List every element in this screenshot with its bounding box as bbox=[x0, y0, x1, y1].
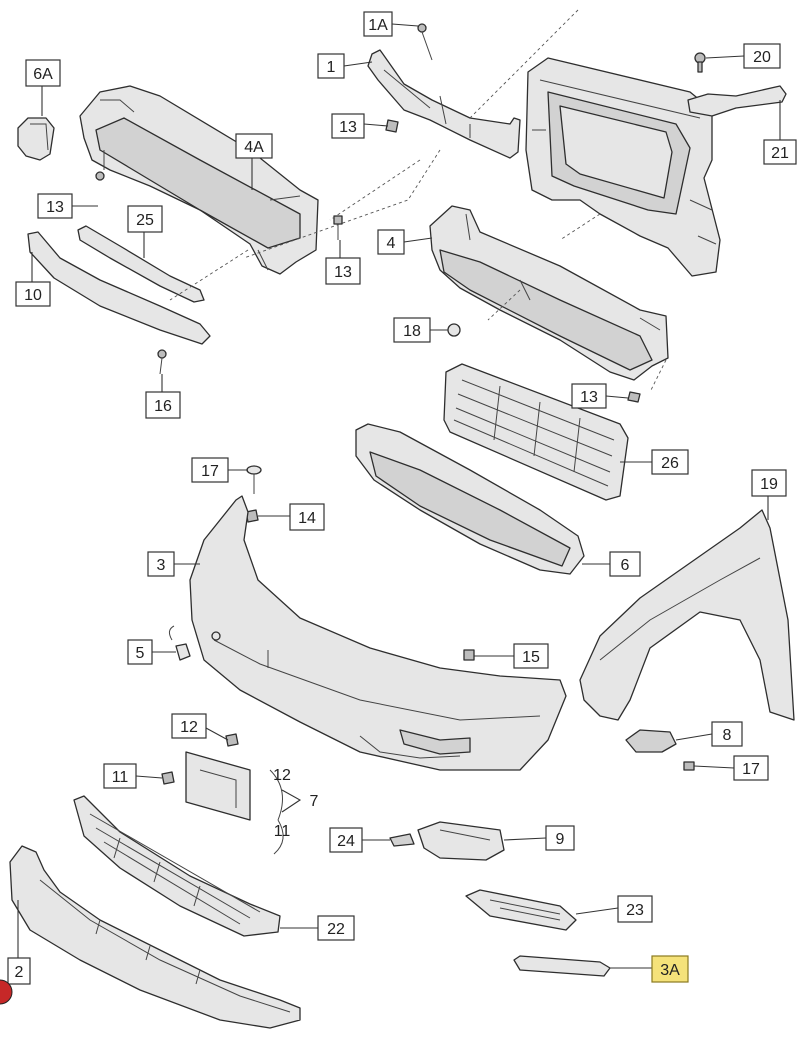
label-14: 14 bbox=[289, 503, 325, 531]
label-26: 26 bbox=[651, 449, 689, 475]
cap-part-6A bbox=[17, 117, 55, 161]
svg-text:11: 11 bbox=[112, 769, 129, 786]
impact-absorber-part-6 bbox=[355, 423, 585, 575]
svg-text:16: 16 bbox=[154, 398, 172, 415]
label-15: 15 bbox=[513, 643, 549, 669]
label-20: 20 bbox=[743, 43, 781, 69]
svg-text:22: 22 bbox=[327, 921, 345, 938]
label-12-side: 12 bbox=[273, 767, 291, 784]
bracket-part-21 bbox=[687, 52, 787, 117]
label-21: 21 bbox=[763, 139, 797, 165]
svg-text:3A: 3A bbox=[660, 962, 680, 979]
label-3: 3 bbox=[147, 551, 175, 577]
label-9: 9 bbox=[545, 825, 575, 851]
clip-part-24 bbox=[389, 833, 415, 847]
label-13-mid: 13 bbox=[325, 257, 361, 285]
svg-text:3: 3 bbox=[157, 557, 166, 574]
svg-text:12: 12 bbox=[180, 719, 198, 736]
leader-lines bbox=[17, 23, 781, 969]
label-12-top: 12 bbox=[171, 713, 207, 739]
label-25: 25 bbox=[127, 205, 163, 233]
label-7: 7 bbox=[310, 793, 319, 810]
svg-text:24: 24 bbox=[337, 833, 355, 850]
svg-text:18: 18 bbox=[403, 323, 421, 340]
label-11-side: 11 bbox=[274, 823, 291, 840]
upper-bracket-part-1 bbox=[367, 49, 521, 159]
svg-text:26: 26 bbox=[661, 455, 679, 472]
sensor-part-5 bbox=[168, 625, 191, 661]
label-16: 16 bbox=[145, 391, 181, 419]
lower-grille-part-22 bbox=[73, 795, 281, 937]
grille-insert-part-23 bbox=[465, 889, 577, 931]
svg-text:21: 21 bbox=[771, 145, 789, 162]
label-6A: 6A bbox=[25, 59, 61, 87]
label-22: 22 bbox=[317, 915, 355, 941]
svg-text:8: 8 bbox=[723, 727, 732, 744]
guide-part-25 bbox=[77, 225, 205, 303]
svg-text:12: 12 bbox=[273, 767, 291, 784]
svg-text:17: 17 bbox=[742, 761, 760, 778]
front-carrier-part bbox=[525, 57, 721, 277]
svg-text:4A: 4A bbox=[244, 139, 264, 156]
svg-text:6: 6 bbox=[621, 557, 630, 574]
svg-text:1A: 1A bbox=[368, 17, 388, 34]
label-1: 1 bbox=[317, 53, 345, 79]
svg-text:15: 15 bbox=[522, 649, 540, 666]
label-5: 5 bbox=[127, 639, 153, 665]
svg-text:1: 1 bbox=[327, 59, 336, 76]
svg-text:13: 13 bbox=[46, 199, 64, 216]
air-shutter-part-26 bbox=[443, 363, 629, 501]
label-13-right: 13 bbox=[571, 383, 607, 409]
svg-text:19: 19 bbox=[760, 476, 778, 493]
svg-text:13: 13 bbox=[334, 264, 352, 281]
fender-part-19 bbox=[579, 509, 795, 721]
label-1A: 1A bbox=[363, 11, 393, 37]
label-23: 23 bbox=[617, 895, 653, 923]
label-3A-highlighted: 3A bbox=[651, 955, 689, 983]
label-17-top: 17 bbox=[191, 457, 229, 483]
trim-part-9 bbox=[417, 821, 505, 861]
svg-text:14: 14 bbox=[298, 510, 316, 527]
label-8: 8 bbox=[711, 721, 743, 747]
svg-text:2: 2 bbox=[15, 964, 24, 981]
label-2: 2 bbox=[7, 957, 31, 985]
svg-text:6A: 6A bbox=[33, 66, 53, 83]
label-11-left: 11 bbox=[103, 763, 137, 789]
svg-text:10: 10 bbox=[24, 287, 42, 304]
marker-dot bbox=[0, 979, 13, 1005]
svg-text:17: 17 bbox=[201, 463, 219, 480]
svg-text:9: 9 bbox=[556, 831, 565, 848]
strip-part-10 bbox=[27, 231, 211, 345]
label-4: 4 bbox=[377, 229, 405, 255]
label-13-left: 13 bbox=[37, 193, 73, 219]
label-6: 6 bbox=[609, 551, 641, 577]
label-4A: 4A bbox=[235, 133, 273, 159]
reference-lines bbox=[169, 9, 667, 393]
label-24: 24 bbox=[329, 827, 363, 853]
crossmember-part-4 bbox=[429, 205, 669, 381]
label-10: 10 bbox=[15, 281, 51, 307]
svg-text:20: 20 bbox=[753, 49, 771, 66]
spoiler-part-2 bbox=[9, 845, 301, 1029]
bumper-cover-part-3 bbox=[189, 495, 567, 771]
trim-strip-part-3A bbox=[513, 955, 611, 977]
svg-text:5: 5 bbox=[136, 645, 145, 662]
svg-text:4: 4 bbox=[387, 235, 396, 252]
label-19: 19 bbox=[751, 469, 787, 497]
fasteners bbox=[157, 23, 695, 785]
svg-text:23: 23 bbox=[626, 902, 644, 919]
crossmember-part-4A bbox=[79, 85, 319, 275]
label-13-top: 13 bbox=[331, 113, 365, 139]
svg-text:11: 11 bbox=[274, 823, 291, 840]
plate-bracket-part-7 bbox=[185, 751, 284, 855]
svg-text:13: 13 bbox=[339, 119, 357, 136]
label-17-bottom: 17 bbox=[733, 755, 769, 781]
svg-text:25: 25 bbox=[136, 212, 154, 229]
svg-text:13: 13 bbox=[580, 389, 598, 406]
bracket-part-8 bbox=[625, 729, 677, 753]
label-18: 18 bbox=[393, 317, 431, 343]
svg-text:7: 7 bbox=[310, 793, 319, 810]
